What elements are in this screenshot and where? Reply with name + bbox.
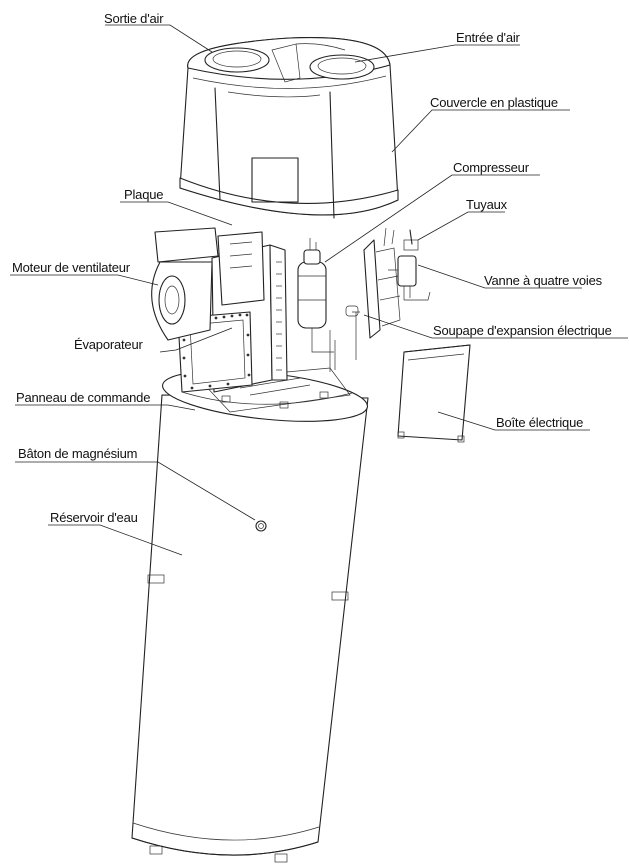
compressor bbox=[297, 238, 334, 353]
pipes bbox=[329, 227, 401, 372]
label-sortie-air: Sortie d'air bbox=[104, 11, 164, 26]
label-vanne-quatre-voies: Vanne à quatre voies bbox=[484, 273, 602, 288]
label-entree-air: Entrée d'air bbox=[456, 30, 520, 45]
leader-lines bbox=[10, 24, 628, 556]
label-moteur-ventilateur: Moteur de ventilateur bbox=[12, 260, 130, 275]
magnesium-rod bbox=[255, 520, 267, 532]
label-tuyaux: Tuyaux bbox=[466, 197, 507, 212]
label-compresseur: Compresseur bbox=[453, 160, 529, 175]
label-evaporateur: Évaporateur bbox=[74, 337, 143, 352]
label-couvercle-plastique: Couvercle en plastique bbox=[430, 95, 558, 110]
label-panneau-commande: Panneau de commande bbox=[16, 390, 151, 405]
control-panel bbox=[181, 367, 353, 413]
water-tank bbox=[131, 370, 369, 863]
label-baton-magnesium: Bâton de magnésium bbox=[18, 446, 138, 461]
label-boite-electrique: Boîte électrique bbox=[496, 415, 584, 430]
fan-motor bbox=[151, 227, 265, 341]
plastic-cover bbox=[179, 37, 399, 219]
label-reservoir-eau: Réservoir d'eau bbox=[50, 510, 138, 525]
label-soupape-expansion: Soupape d'expansion électrique bbox=[433, 323, 612, 338]
four-way-valve bbox=[388, 229, 431, 301]
electric-box bbox=[397, 344, 471, 443]
label-plaque: Plaque bbox=[124, 187, 164, 202]
